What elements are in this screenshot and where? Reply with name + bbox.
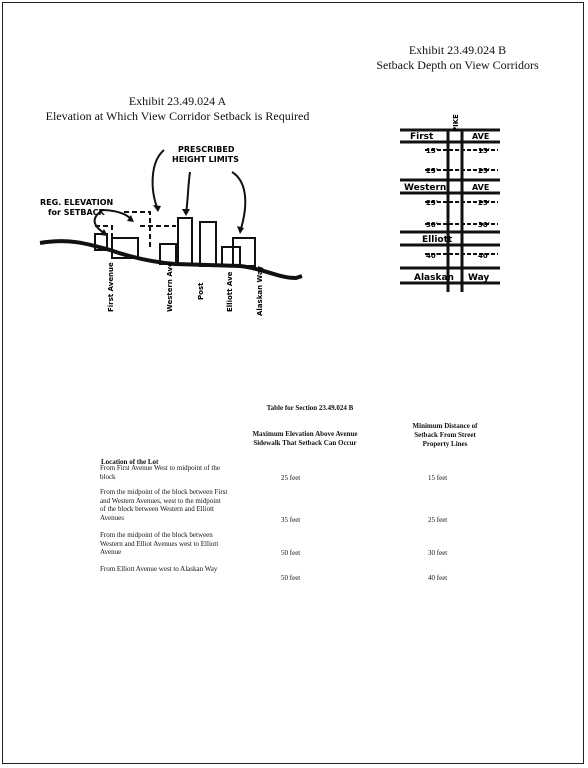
row-3-elevation: 50 feet [281, 549, 301, 557]
row-4-distance: 40 feet [428, 574, 448, 582]
exhibit-a-number: Exhibit 23.49.024 A [128, 94, 227, 108]
street-elliott: Elliott [422, 235, 453, 245]
exhibit-a-title: Exhibit 23.49.024 A Elevation at Which V… [40, 94, 315, 124]
row-1-distance: 15 feet [428, 474, 448, 482]
reg-elevation-label-1: REG. ELEVATION [40, 198, 113, 207]
header-elevation: Maximum Elevation Above Avenue Sidewalk … [252, 430, 358, 447]
setback-line-2 [124, 211, 151, 250]
table-title: Table for Section 23.49.024 B [266, 404, 354, 412]
prescribed-label-2: HEIGHT LIMITS [172, 155, 239, 164]
exhibit-b-plan-sketch: PIKE First AVE 15' 15' 25' 25' Western A… [400, 114, 500, 292]
exhibit-b-caption: Setback Depth on View Corridors [376, 58, 539, 72]
row-2-elevation: 35 feet [281, 516, 301, 524]
street-first-suffix: AVE [472, 132, 489, 141]
street-post: Post [197, 282, 205, 300]
ground-profile [39, 239, 303, 281]
row-2-location: From the midpoint of the block between F… [100, 488, 228, 522]
exhibit-b-title: Exhibit 23.49.024 B Setback Depth on Vie… [365, 43, 550, 73]
street-alaskan-suffix: Way [468, 273, 489, 283]
exhibit-a-elevation-sketch: PRESCRIBED HEIGHT LIMITS REG. ELEVATION … [39, 145, 303, 316]
building-4 [177, 217, 193, 265]
depth-25-b: 25' [478, 167, 490, 175]
building-3 [159, 243, 177, 265]
exhibit-a-caption: Elevation at Which View Corridor Setback… [45, 109, 310, 123]
street-western: Western [404, 183, 446, 193]
building-6 [221, 246, 241, 266]
setback-line-1 [95, 225, 113, 238]
depth-30-a: 30' [426, 221, 438, 229]
row-4-location: From Elliott Avenue west to Alaskan Way [100, 565, 218, 573]
row-4-elevation: 50 feet [281, 574, 301, 582]
prescribed-label-1: PRESCRIBED [178, 145, 235, 154]
header-distance: Minimum Distance of Setback From Street … [412, 422, 478, 448]
reg-elevation-label-2: for SETBACK [48, 208, 106, 217]
depth-40-a: 40' [426, 252, 438, 260]
depth-30-b: 30' [478, 221, 490, 229]
street-first: First [410, 132, 434, 142]
row-1-location: From First Avenue West to midpoint of th… [100, 464, 220, 481]
street-alaskan: Alaskan [414, 273, 454, 283]
pike-vertical-label: PIKE [452, 114, 460, 132]
depth-15-right: 15' [478, 147, 490, 155]
street-western-suffix: AVE [472, 183, 489, 192]
exhibit-b-number: Exhibit 23.49.024 B [408, 43, 507, 57]
building-2 [111, 237, 139, 259]
depth-25-c: 25' [426, 199, 438, 207]
row-3-location: From the midpoint of the block between W… [100, 531, 219, 556]
row-2-distance: 25 feet [428, 516, 448, 524]
street-elliott-ave: Elliott Ave [226, 271, 234, 312]
depth-25-d: 25' [478, 199, 490, 207]
row-1-elevation: 25 feet [281, 474, 301, 482]
depth-40-b: 40' [478, 252, 490, 260]
street-western-ave: Western Ave [166, 262, 174, 312]
street-first-avenue: First Avenue [107, 262, 115, 312]
street-alaskan-way: Alaskan Way [256, 266, 264, 316]
header-location: Location of the Lot [101, 458, 159, 466]
depth-25-a: 25' [426, 167, 438, 175]
row-3-distance: 30 feet [428, 549, 448, 557]
arrow-prescribed-3 [231, 171, 247, 233]
depth-15-left: 15' [426, 147, 438, 155]
arrow-prescribed-1 [151, 149, 165, 211]
